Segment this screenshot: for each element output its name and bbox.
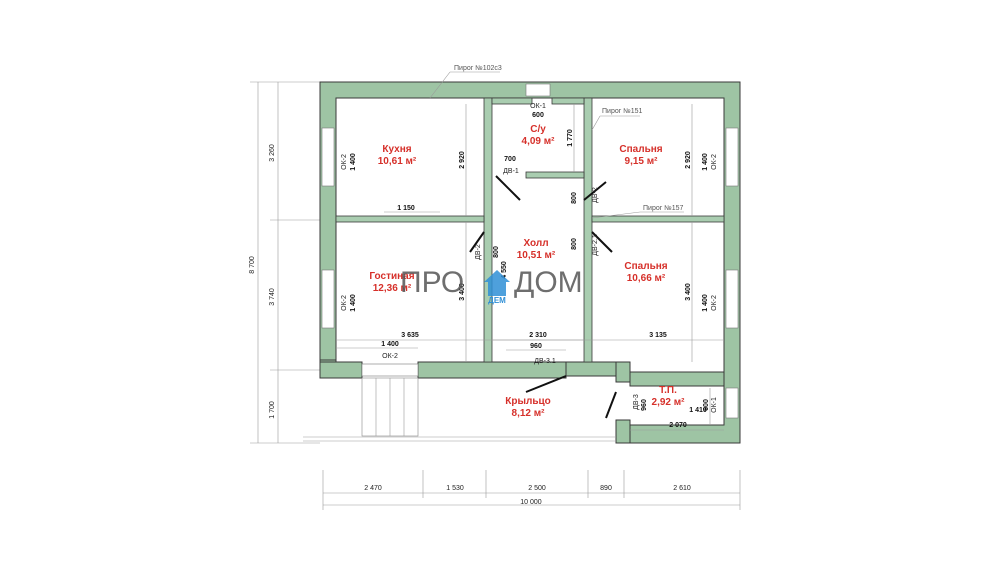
dim-800-c: 800 (493, 246, 500, 258)
house-icon (484, 270, 510, 296)
dim-1400-living: 1 400 (350, 294, 357, 312)
dim-2920-right: 2 920 (685, 151, 692, 169)
window-ok2-left-top: ОК-2 (341, 154, 348, 170)
dim-bottom-total: 10 000 (520, 499, 542, 506)
dim-left-3740: 3 740 (269, 288, 276, 306)
dim-top-600: 600 (532, 112, 544, 119)
dim-bottom-4: 890 (600, 485, 612, 492)
window-ok2-bottom-label: ОК-2 (382, 353, 398, 360)
window-ok2-right-bottom: ОК-2 (711, 295, 718, 311)
dim-3635: 3 635 (401, 332, 419, 339)
dim-960-porch: 960 (530, 343, 542, 350)
dim-left-3260: 3 260 (269, 144, 276, 162)
door-dv3-label: ДВ-3 (633, 394, 640, 410)
dim-2310: 2 310 (529, 332, 547, 339)
dim-4550: 4 550 (501, 261, 508, 279)
dim-800-b: 800 (571, 238, 578, 250)
dim-1400-bed2: 1 400 (702, 294, 709, 312)
dim-left-8700: 8 700 (249, 256, 256, 274)
dim-3400-right: 3 400 (685, 283, 692, 301)
exterior-walls (319, 81, 741, 444)
room-hall-area: 10,51 м² (517, 250, 556, 261)
logo-left-text: ПРО (400, 266, 464, 299)
dim-600-tp: 600 (703, 399, 710, 411)
room-kitchen-name: Кухня (382, 144, 411, 155)
room-tp-area: 2,92 м² (652, 397, 686, 408)
dim-2070: 2 070 (669, 422, 687, 429)
tag-pirog-157: Пирог №157 (643, 205, 684, 212)
room-wc-name: С/у (530, 124, 546, 135)
room-bedroom1-area: 9,15 м² (625, 156, 659, 167)
window-ok2-left-bottom: ОК-2 (341, 295, 348, 311)
room-hall-name: Холл (523, 238, 548, 249)
interior-walls (335, 97, 725, 363)
tag-pirog-102c3: Пирог №102с3 (454, 65, 502, 72)
dim-bottom-2: 1 530 (446, 485, 464, 492)
dim-1150: 1 150 (397, 205, 415, 212)
window-ok1-tp: ОК-1 (711, 397, 718, 413)
dim-1770: 1 770 (567, 129, 574, 147)
room-porch-name: Крыльцо (505, 396, 551, 407)
door-dv1-label: ДВ-1 (503, 168, 519, 175)
dim-1400-bed1: 1 400 (702, 153, 709, 171)
dim-2920-left: 2 920 (459, 151, 466, 169)
room-tp-name: Т.П. (659, 385, 677, 396)
door-dv21-label: ДВ-2.1 (592, 234, 599, 256)
dim-700: 700 (504, 156, 516, 163)
dim-3400-left: 3 400 (459, 283, 466, 301)
dim-960-tp: 960 (641, 399, 648, 411)
left-dimension-chain: 3 260 3 740 1 700 8 700 (249, 81, 320, 444)
door-dv31-label: ДВ-3.1 (534, 358, 556, 365)
dim-1410: 1 410 (689, 407, 707, 414)
bottom-dimension-chain: 2 470 1 530 2 500 890 2 610 10 000 (322, 470, 741, 510)
dim-1400-kitchen: 1 400 (350, 153, 357, 171)
door-dv2-label-left: ДВ-2 (475, 244, 482, 260)
dim-1400-bottom: 1 400 (381, 341, 399, 348)
dim-left-1700: 1 700 (269, 401, 276, 419)
dim-3135: 3 135 (649, 332, 667, 339)
tag-pirog-151: Пирог №151 (602, 108, 643, 115)
room-living-area: 12,36 м² (373, 283, 412, 294)
dim-bottom-3: 2 500 (528, 485, 546, 492)
logo-right-text: ДОМ (514, 266, 583, 299)
room-bedroom2-name: Спальня (624, 261, 667, 272)
room-wc-area: 4,09 м² (522, 136, 556, 147)
window-ok2-right-top: ОК-2 (711, 154, 718, 170)
room-kitchen-area: 10,61 м² (378, 156, 417, 167)
door-swings (469, 175, 617, 419)
tag-leaders (429, 71, 684, 219)
dim-bottom-1: 2 470 (364, 485, 382, 492)
room-bedroom1-name: Спальня (619, 144, 662, 155)
dim-800-a: 800 (571, 192, 578, 204)
room-bedroom2-area: 10,66 м² (627, 273, 666, 284)
dim-bottom-5: 2 610 (673, 485, 691, 492)
logo-sub-text: ДЕМ (488, 296, 506, 305)
watermark-logo: ПРО ДЕМ ДОМ (400, 266, 583, 305)
porch-stairs (303, 377, 616, 442)
room-porch-area: 8,12 м² (512, 408, 546, 419)
inner-dimension-lines (336, 104, 724, 431)
door-dv2-label-top: ДВ-2 (592, 187, 599, 203)
window-ok1-label: ОК-1 (530, 103, 546, 110)
room-living-name: Гостиная (369, 271, 414, 282)
